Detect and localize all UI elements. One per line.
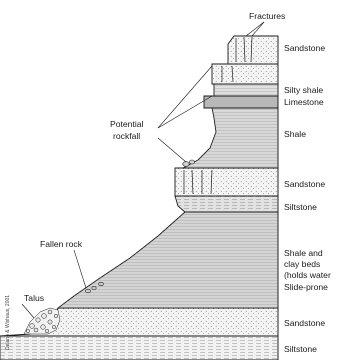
label-shale-clay-line2: clay beds — [284, 259, 320, 269]
label-siltstone-lower: Siltstone — [284, 344, 317, 354]
label-shale: Shale — [284, 129, 306, 139]
label-slide-prone: Slide-prone — [284, 282, 328, 292]
label-sandstone-top: Sandstone — [284, 43, 325, 53]
label-sandstone-lower: Sandstone — [284, 318, 325, 328]
label-potential-rockfall-line1: Potential — [110, 119, 144, 129]
label-talus: Talus — [24, 293, 44, 303]
talus-pile — [24, 308, 60, 334]
label-fractures: Fractures — [249, 11, 285, 21]
label-sandstone-mid: Sandstone — [284, 179, 325, 189]
label-shale-clay-line3: (holds water — [284, 270, 331, 280]
layer-limestone — [204, 96, 278, 108]
label-potential-rockfall-line2: rockfall — [113, 131, 140, 141]
label-fallen-rock: Fallen rock — [40, 239, 83, 249]
label-silty-shale: Silty shale — [284, 85, 323, 95]
label-shale-clay-line1: Shale and — [284, 248, 323, 258]
credit-text: Delano & Wishaus, 2001 — [5, 295, 11, 350]
label-siltstone-mid: Siltstone — [284, 202, 317, 212]
label-limestone: Limestone — [284, 97, 324, 107]
